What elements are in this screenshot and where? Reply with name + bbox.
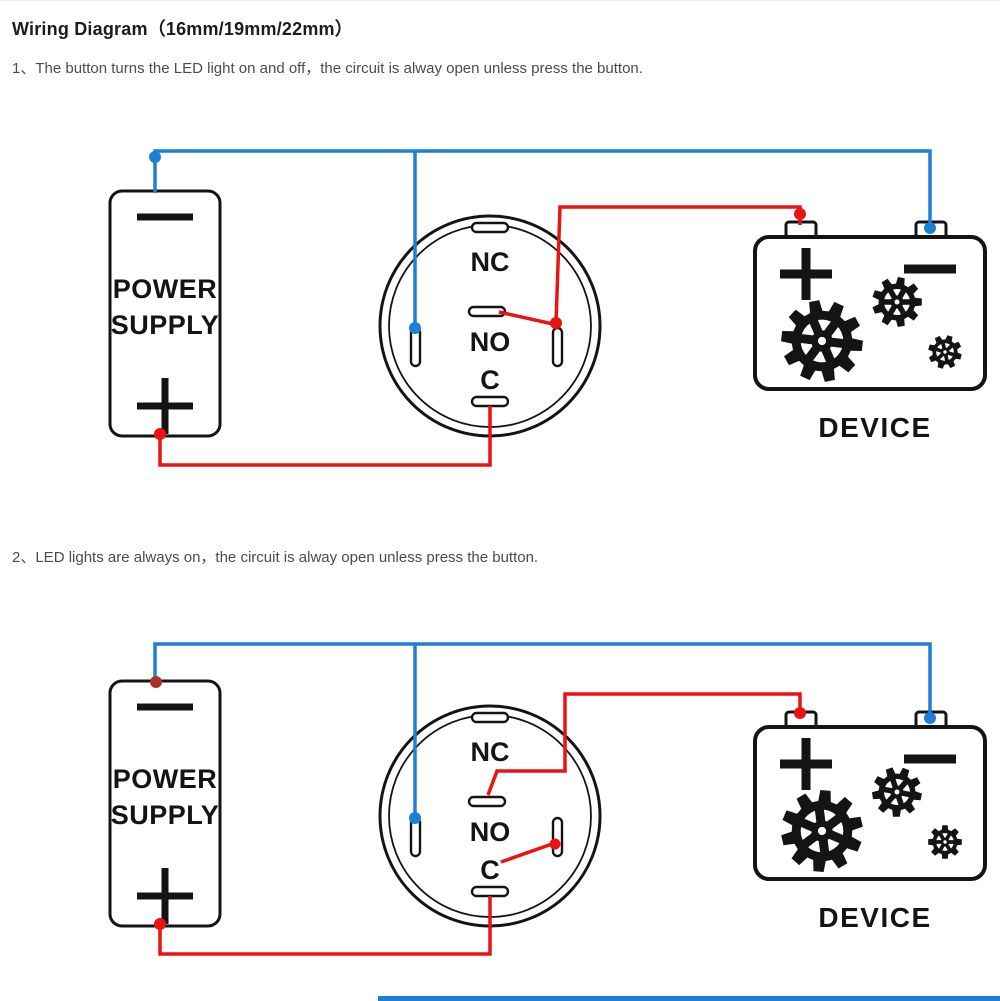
- gear-small-icon: [928, 335, 962, 369]
- junction-dot-no-terminal: [549, 838, 561, 850]
- junction-dot-device-negative: [924, 222, 936, 234]
- wire-red-c-to-power: [158, 406, 492, 467]
- terminal-no-label: NO: [470, 327, 511, 357]
- diagram-1: POWER SUPPLY NC NO C DEVICE: [108, 149, 987, 467]
- diagram-2: POWER SUPPLY NC NO C DEVICE: [108, 642, 987, 956]
- device-box: [753, 725, 987, 881]
- junction-dot-power-negative: [150, 676, 162, 688]
- terminal-led-right-pin: [551, 816, 564, 858]
- terminal-c-label: C: [480, 365, 500, 395]
- instruction-1: 1、The button turns the LED light on and …: [12, 60, 643, 77]
- power-supply-label-line1: POWER: [113, 764, 218, 794]
- terminal-no-label: NO: [470, 817, 511, 847]
- switch-contact-arm: [498, 310, 554, 326]
- terminal-c-pin: [470, 395, 510, 408]
- terminal-led-right-pin: [551, 326, 564, 368]
- device-label: DEVICE: [818, 902, 931, 933]
- junction-dot-no-terminal: [550, 317, 562, 329]
- terminal-no-pin: [467, 305, 507, 318]
- junction-dot-power-positive: [154, 428, 166, 440]
- switch-contact-arm: [500, 842, 553, 864]
- power-supply-label-line2: SUPPLY: [111, 800, 220, 830]
- terminal-c-label: C: [480, 855, 500, 885]
- wire-blue-negative: [153, 149, 932, 229]
- wire-red-device-to-led: [486, 692, 802, 796]
- gear-medium-icon: [872, 767, 922, 817]
- junction-dot-power-negative: [149, 151, 161, 163]
- terminal-c-pin: [470, 885, 510, 898]
- wire-blue-negative: [153, 642, 932, 719]
- junction-dot-device-positive: [794, 707, 806, 719]
- cropped-image-edge: [378, 996, 1000, 1001]
- page-title: Wiring Diagram（16mm/19mm/22mm）: [12, 19, 353, 39]
- power-supply-label-line1: POWER: [113, 274, 218, 304]
- wire-red-c-to-power: [158, 896, 492, 956]
- power-supply-label-line2: SUPPLY: [111, 310, 220, 340]
- junction-dot-device-negative: [924, 712, 936, 724]
- gear-medium-icon: [872, 277, 922, 327]
- junction-dot-led-terminal: [409, 322, 421, 334]
- terminal-nc-label: NC: [471, 737, 510, 767]
- junction-dot-power-positive: [154, 918, 166, 930]
- junction-dot-led-terminal: [409, 812, 421, 824]
- terminal-no-pin: [467, 795, 507, 808]
- gear-small-icon: [928, 825, 962, 859]
- device-label: DEVICE: [818, 412, 931, 443]
- instruction-2: 2、LED lights are always on，the circuit i…: [12, 549, 539, 566]
- terminal-nc-pin: [470, 711, 510, 724]
- junction-dot-device-positive: [794, 208, 806, 220]
- terminal-nc-label: NC: [471, 247, 510, 277]
- gear-large-icon: [781, 790, 863, 872]
- gear-large-icon: [781, 300, 863, 382]
- terminal-nc-pin: [470, 221, 510, 234]
